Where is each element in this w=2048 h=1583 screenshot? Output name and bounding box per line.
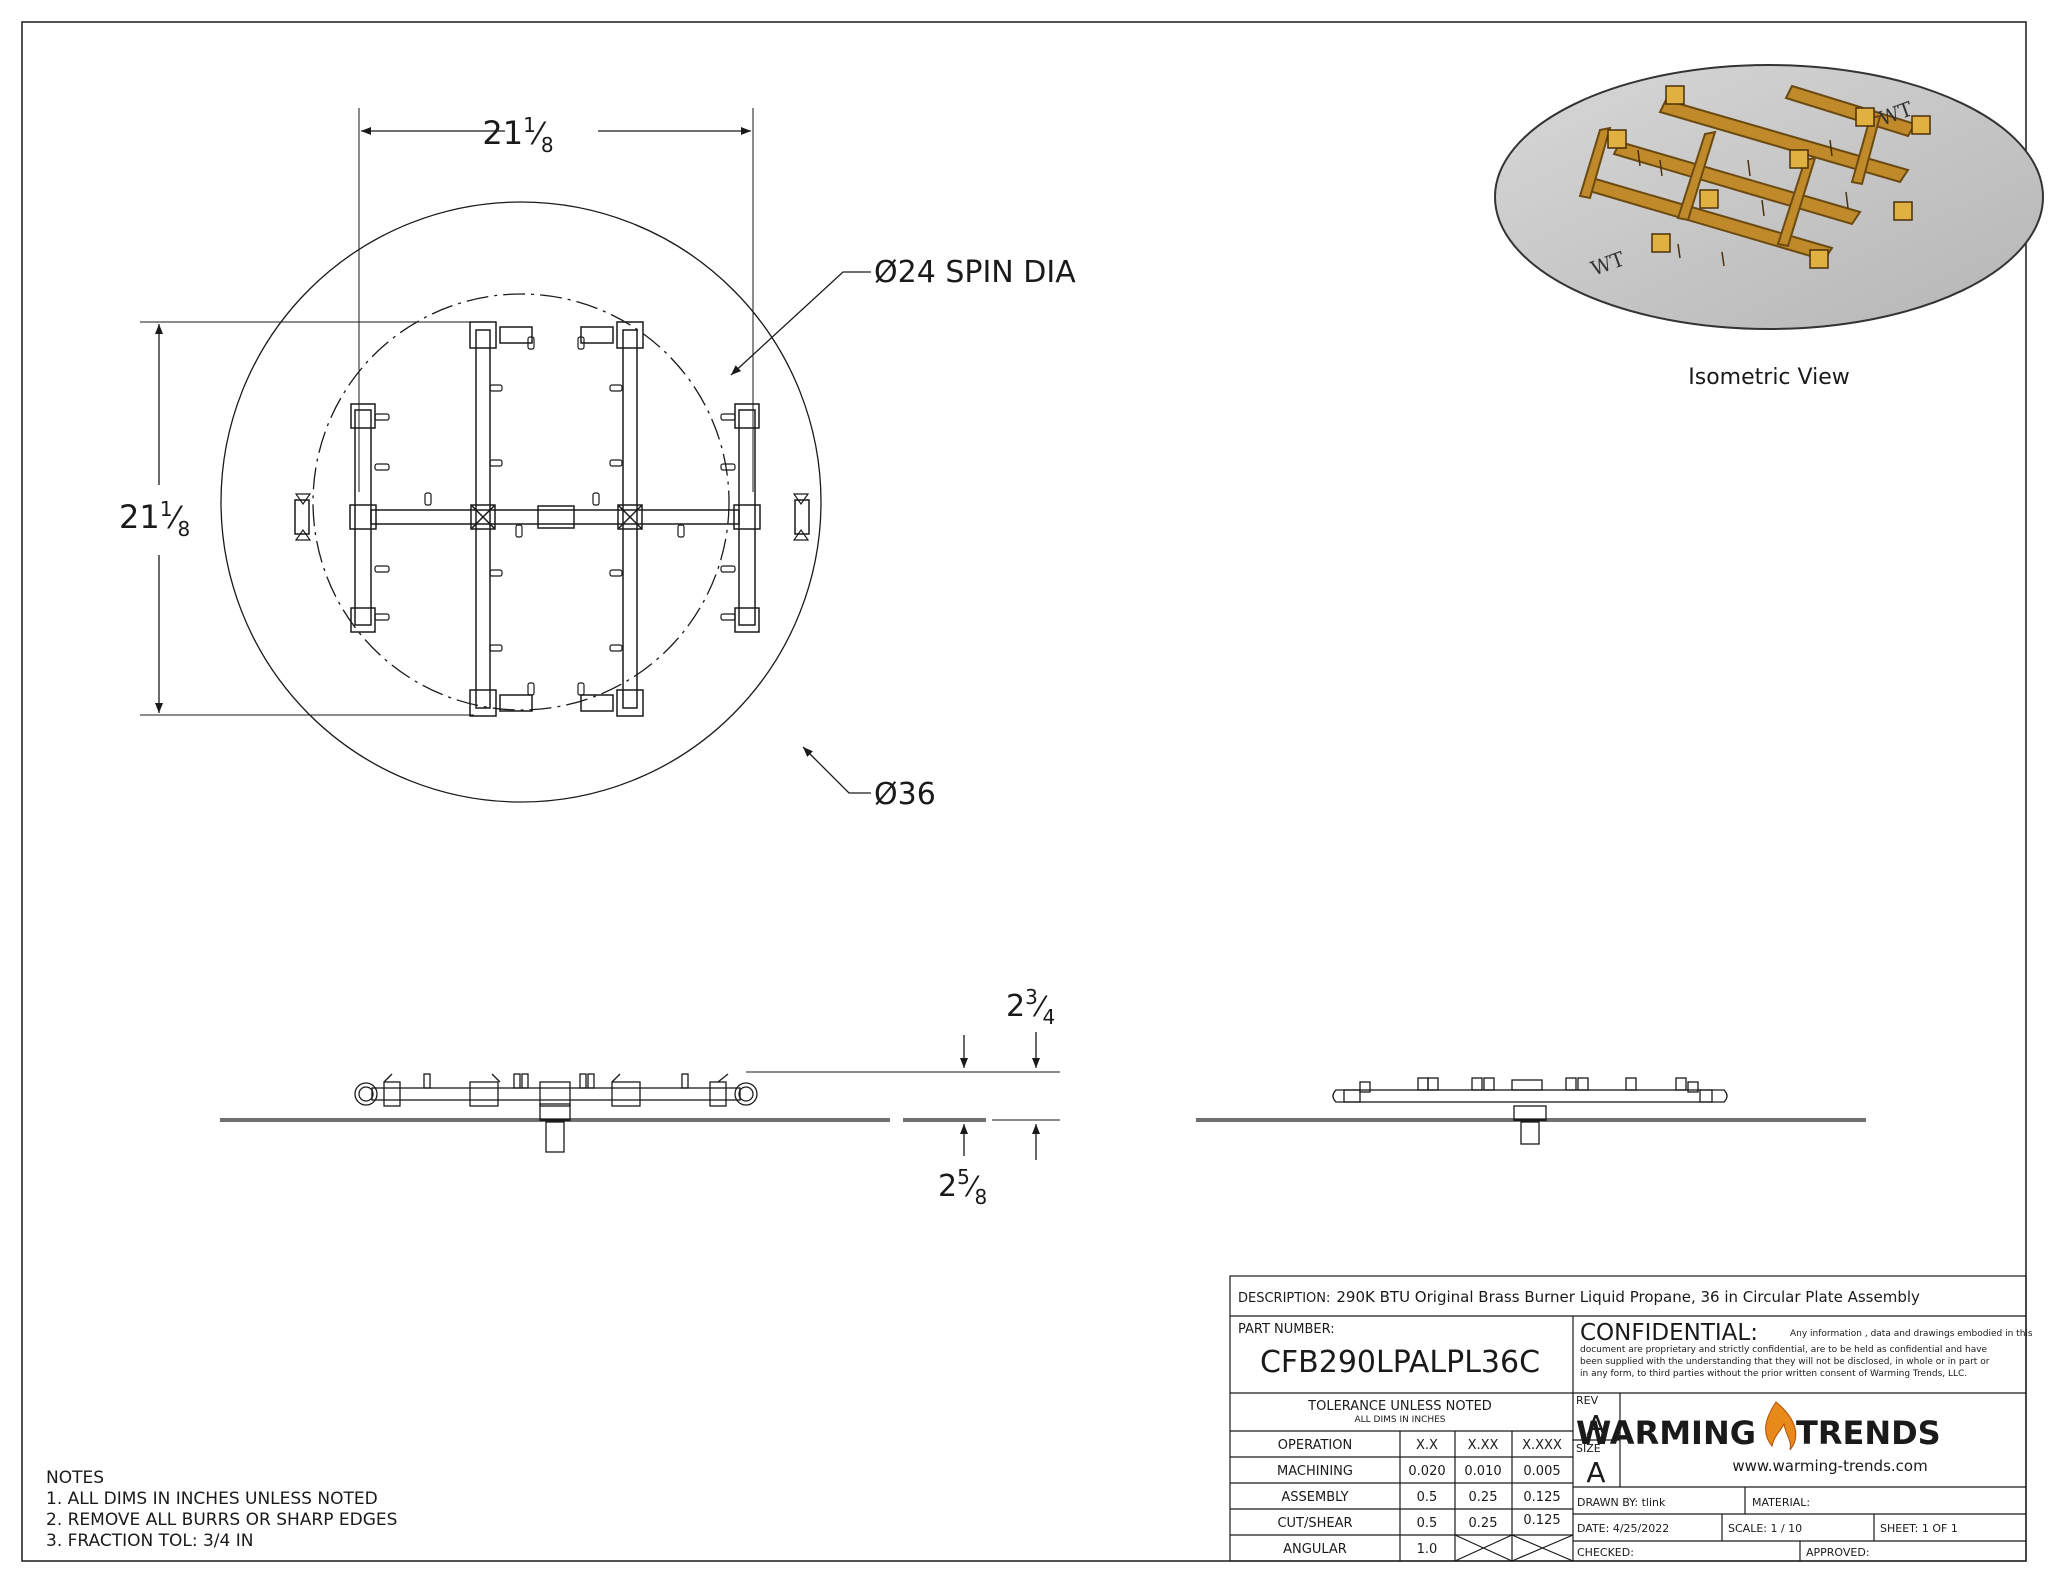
- confidential-text: in any form, to third parties without th…: [1580, 1369, 1967, 1379]
- svg-text:DESCRIPTION:290K BTU Original: DESCRIPTION: 290K BTU Original Brass Burn…: [1238, 1288, 1920, 1306]
- confidential-text: document are proprietary and strictly co…: [1580, 1345, 1988, 1355]
- tol-cell: 0.125: [1523, 1513, 1560, 1528]
- scale: SCALE: 1 / 10: [1728, 1522, 1802, 1535]
- iso-jets: [1637, 139, 1849, 267]
- iso-caption: Isometric View: [1688, 365, 1849, 390]
- valve-logo-marks: [294, 493, 810, 541]
- tol-cell: CUT/SHEAR: [1277, 1516, 1352, 1531]
- spin-dia-label: Ø24 SPIN DIA: [874, 255, 1076, 290]
- logo-right: TRENDS: [1796, 1414, 1941, 1452]
- description-label: DESCRIPTION:: [1238, 1291, 1330, 1306]
- tol-cell: 0.010: [1464, 1464, 1501, 1479]
- confidential-title: CONFIDENTIAL:: [1580, 1320, 1758, 1346]
- tol-header: X.XXX: [1522, 1438, 1562, 1453]
- spin-diameter-circle: [312, 293, 730, 711]
- tol-header: X.XX: [1468, 1438, 1499, 1453]
- tol-cell: 0.25: [1469, 1516, 1498, 1531]
- website: www.warming-trends.com: [1732, 1457, 1927, 1475]
- note-line: 1. ALL DIMS IN INCHES UNLESS NOTED: [46, 1489, 378, 1509]
- plate-outline: [220, 201, 822, 803]
- confidential-text: Any information , data and drawings embo…: [1790, 1329, 2033, 1339]
- spin-dia-leader: [730, 271, 871, 376]
- plate-dia-label: Ø36: [874, 777, 936, 812]
- flame-icon: [1765, 1401, 1797, 1451]
- confidential-text: been supplied with the understanding tha…: [1580, 1357, 1990, 1367]
- tol-cell: ANGULAR: [1283, 1542, 1347, 1557]
- tol-cell: 0.5: [1417, 1516, 1438, 1531]
- side-view: [1196, 1077, 1866, 1145]
- note-line: 2. REMOVE ALL BURRS OR SHARP EDGES: [46, 1510, 397, 1530]
- date: DATE: 4/25/2022: [1577, 1522, 1669, 1535]
- notes: NOTES 1. ALL DIMS IN INCHES UNLESS NOTED…: [46, 1468, 397, 1551]
- tol-cell: 1.0: [1417, 1542, 1438, 1557]
- approved: APPROVED:: [1806, 1546, 1870, 1559]
- tol-header: X.X: [1416, 1438, 1438, 1453]
- notes-title: NOTES: [46, 1468, 104, 1488]
- rev-value: A: [1586, 1409, 1605, 1442]
- size-label: SIZE: [1576, 1442, 1601, 1455]
- burner-jets: [374, 336, 736, 696]
- title-block: [1229, 1275, 2027, 1562]
- height-bottom-dimension: 25⁄8: [938, 1165, 987, 1209]
- note-line: 3. FRACTION TOL: 3/4 IN: [46, 1531, 254, 1551]
- material: MATERIAL:: [1752, 1496, 1810, 1509]
- tol-cell: 0.125: [1523, 1490, 1560, 1505]
- tol-cell: MACHINING: [1277, 1464, 1353, 1479]
- front-view: [220, 1032, 1060, 1160]
- title-block-text: DESCRIPTION: 290K BTU Original Brass Burn…: [1238, 1288, 2033, 1559]
- iso-burner: [1578, 84, 1917, 262]
- part-number: CFB290LPALPL36C: [1260, 1345, 1540, 1380]
- checked: CHECKED:: [1577, 1546, 1634, 1559]
- rev-label: REV: [1576, 1394, 1599, 1407]
- height-top-dimension: 23⁄4: [1006, 985, 1055, 1029]
- tol-header: OPERATION: [1278, 1438, 1352, 1453]
- tol-cell: 0.020: [1408, 1464, 1445, 1479]
- tol-cell: 0.25: [1469, 1490, 1498, 1505]
- size-value: A: [1586, 1456, 1605, 1489]
- plate-dia-leader: [802, 746, 871, 794]
- tol-cell: 0.005: [1523, 1464, 1560, 1479]
- width-dimension: 211⁄8: [482, 113, 553, 157]
- tolerance-title: TOLERANCE UNLESS NOTED: [1307, 1399, 1492, 1414]
- tol-cell: 0.5: [1417, 1490, 1438, 1505]
- logo-left: WARMING: [1576, 1414, 1756, 1452]
- drawn-by: DRAWN BY: tlink: [1577, 1496, 1666, 1509]
- tolerance-sub: ALL DIMS IN INCHES: [1354, 1415, 1445, 1425]
- iso-fittings: [1607, 85, 1931, 269]
- tol-cell: ASSEMBLY: [1281, 1490, 1348, 1505]
- description-value: 290K BTU Original Brass Burner Liquid Pr…: [1336, 1288, 1920, 1306]
- part-number-label: PART NUMBER:: [1238, 1322, 1335, 1337]
- sheet: SHEET: 1 OF 1: [1880, 1522, 1958, 1535]
- top-view: [140, 108, 871, 803]
- sheet-border: [21, 21, 2027, 1562]
- isometric-view: WT WT: [1494, 64, 2044, 330]
- burner-frame: [294, 321, 810, 717]
- height-dimension: 211⁄8: [119, 497, 190, 541]
